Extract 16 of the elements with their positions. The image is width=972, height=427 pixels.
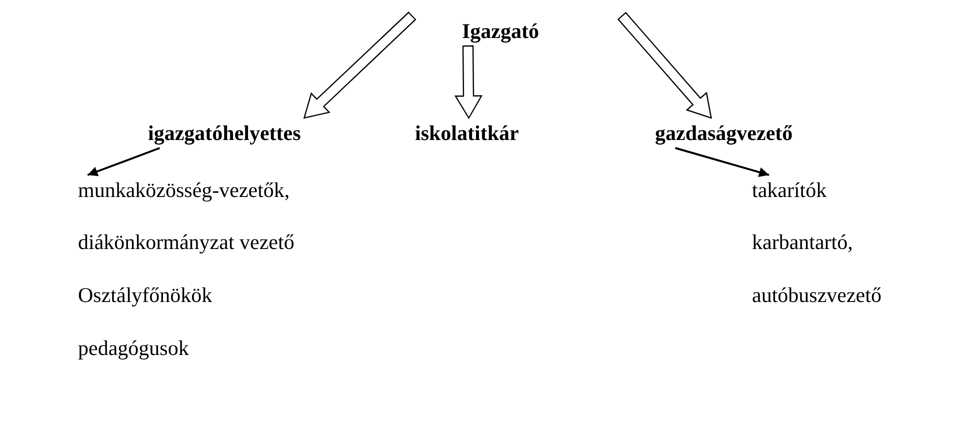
arrow bbox=[675, 147, 770, 178]
list-item: Osztályfőnökök bbox=[78, 282, 212, 309]
hollow-arrow bbox=[617, 12, 712, 119]
list-item: autóbuszvezető bbox=[752, 282, 882, 309]
list-item: diákönkormányzat vezető bbox=[78, 229, 294, 256]
arrow bbox=[87, 147, 160, 176]
role-title: igazgatóhelyettes bbox=[148, 118, 301, 148]
role-title: Igazgató bbox=[462, 16, 539, 46]
list-item: pedagógusok bbox=[78, 335, 189, 362]
hollow-arrow bbox=[303, 12, 416, 119]
role-title: iskolatitkár bbox=[415, 118, 519, 148]
list-item: karbantartó, bbox=[752, 229, 853, 256]
role-text: takarítók bbox=[752, 175, 827, 205]
hollow-arrow bbox=[454, 45, 483, 120]
role-text: munkaközösség-vezetők, bbox=[78, 175, 290, 205]
role-title: gazdaságvezető bbox=[655, 118, 793, 148]
